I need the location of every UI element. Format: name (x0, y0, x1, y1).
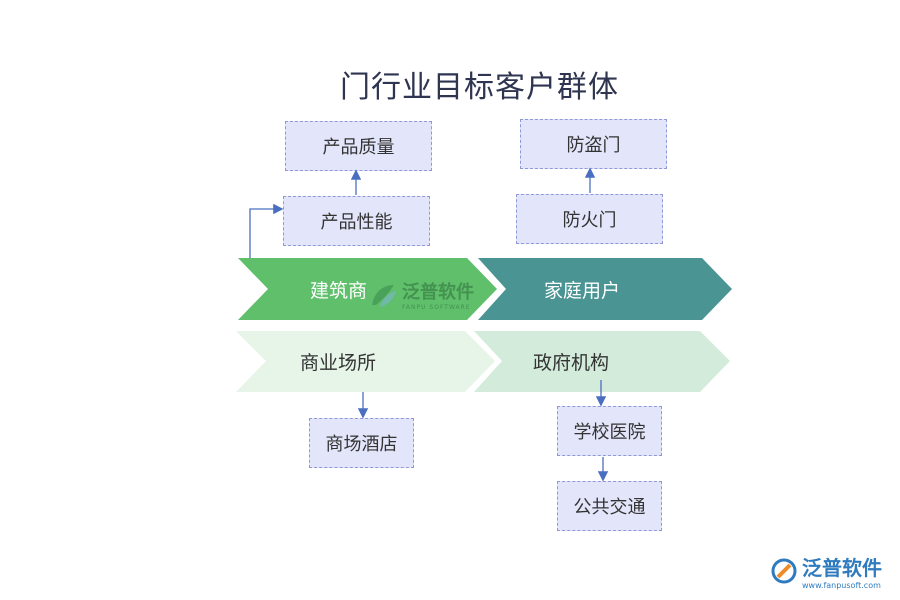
fanpu-logo-icon (372, 284, 396, 307)
box-anti-theft-door: 防盗门 (520, 119, 667, 169)
chevron-commercial (236, 331, 495, 392)
box-mall-hotel: 商场酒店 (309, 418, 414, 468)
box-fire-door: 防火门 (516, 194, 663, 244)
box-anti-theft-door-label: 防盗门 (566, 135, 621, 156)
chevron-government (474, 331, 730, 392)
chevron-label-builders: 建筑商 (310, 280, 368, 302)
corner-watermark: 泛普软件 www.fanpusoft.com (770, 552, 882, 590)
center-watermark: 泛普软件 FANPU SOFTWARE (368, 278, 474, 311)
box-school-hospital-label: 学校医院 (573, 422, 646, 443)
chevron-label-commercial: 商业场所 (300, 352, 377, 374)
corner-watermark-url: www.fanpusoft.com (802, 581, 881, 590)
chevron-label-government: 政府机构 (533, 352, 610, 374)
box-product-performance-label: 产品性能 (320, 212, 393, 233)
fanpu-corner-logo-icon (771, 558, 797, 584)
box-school-hospital: 学校医院 (557, 406, 662, 456)
box-mall-hotel-label: 商场酒店 (325, 434, 398, 455)
diagram-title: 门行业目标客户群体 (340, 70, 619, 105)
box-fire-door-label: 防火门 (562, 210, 617, 231)
chevron-builders (238, 258, 497, 320)
box-product-quality-label: 产品质量 (322, 137, 395, 158)
box-public-transport-label: 公共交通 (573, 497, 646, 518)
center-watermark-sub: FANPU SOFTWARE (402, 304, 471, 311)
chevron-household (478, 258, 732, 320)
corner-watermark-text: 泛普软件 (802, 556, 882, 580)
box-product-quality: 产品质量 (285, 121, 432, 171)
box-product-performance: 产品性能 (283, 196, 430, 246)
box-public-transport: 公共交通 (557, 481, 662, 531)
center-watermark-text: 泛普软件 (402, 282, 474, 303)
chevron-label-household: 家庭用户 (544, 280, 621, 302)
